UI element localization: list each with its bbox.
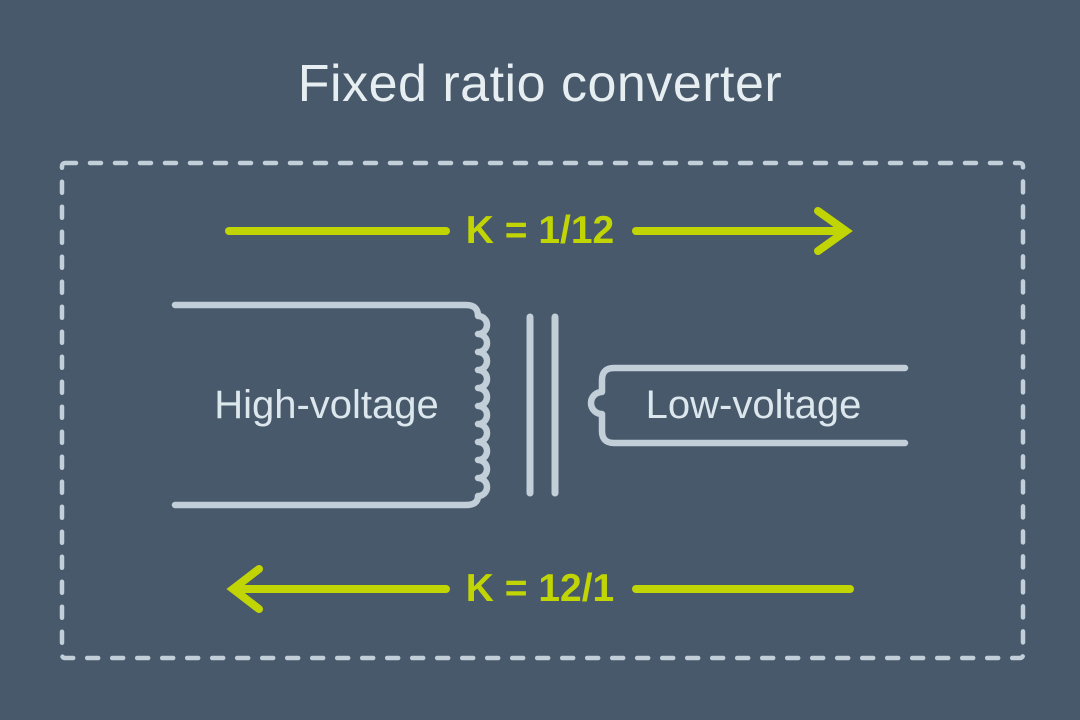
top-arrowhead-right-icon [814,207,853,255]
primary-winding-coil-icon [171,301,491,509]
high-voltage-label: High-voltage [214,382,439,427]
page-title: Fixed ratio converter [297,55,783,113]
secondary-winding-coil-icon [587,364,909,447]
top-arrow-ratio-label: K = 1/12 [465,209,615,252]
bottom-ratio-arrow-left-icon [226,565,854,613]
top-ratio-arrow-right-icon [225,207,853,255]
transformer-core-icon [526,313,559,497]
dashed-frame-border [59,160,1026,661]
low-voltage-label: Low-voltage [645,382,862,427]
bottom-arrow-ratio-label: K = 12/1 [465,567,615,610]
